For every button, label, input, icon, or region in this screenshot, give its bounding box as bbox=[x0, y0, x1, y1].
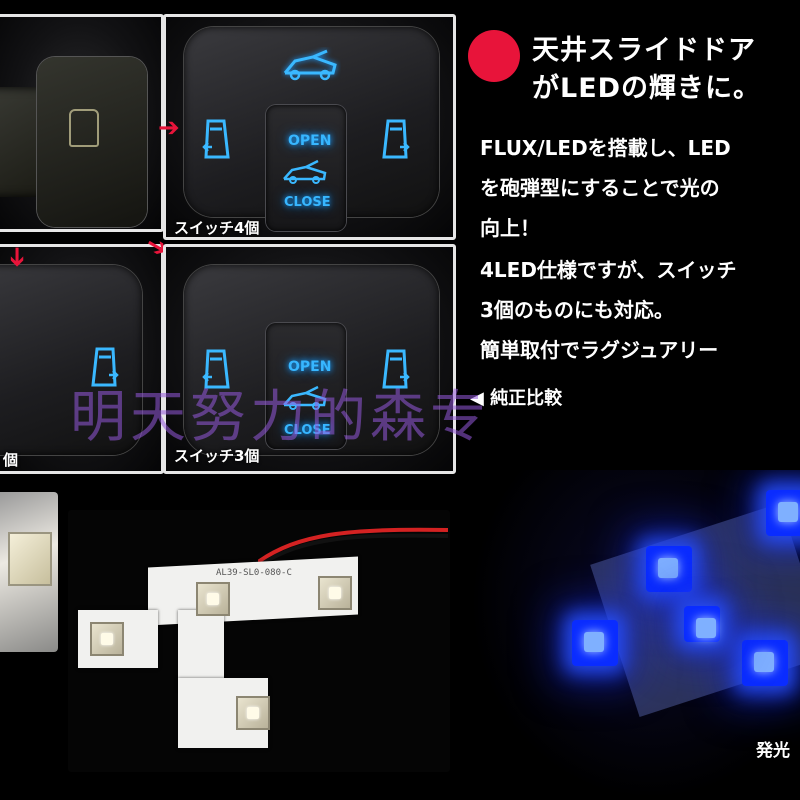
led-closeup-photo bbox=[0, 492, 58, 652]
switch-pad-3-partial bbox=[0, 265, 142, 455]
lit-led-photo: 発光 bbox=[470, 470, 800, 800]
three-switch-photo: OPEN CLOSE スイッチ3個 bbox=[163, 244, 456, 474]
close-label-3: CLOSE bbox=[284, 423, 331, 438]
close-label: CLOSE bbox=[284, 195, 331, 210]
lit-led-5 bbox=[684, 606, 720, 642]
watermark-text: 明天努力的森专 bbox=[70, 385, 490, 450]
sliding-door-right-icon-3 bbox=[382, 349, 410, 389]
four-switch-caption: スイッチ4個 bbox=[174, 219, 260, 237]
stock-switch-photo bbox=[0, 14, 164, 232]
tailgate-small-icon-3 bbox=[283, 385, 327, 410]
tailgate-small-icon bbox=[283, 159, 327, 184]
pcb-led-4 bbox=[236, 696, 270, 730]
headline-line-2: がLEDの輝きに。 bbox=[532, 73, 762, 104]
pcb-part-number: AL39-SL0-080-C bbox=[216, 568, 292, 578]
body-line-1: FLUX/LEDを搭載し、LED bbox=[480, 136, 731, 160]
body-line-5: 3個のものにも対応。 bbox=[480, 298, 674, 322]
lit-led-2 bbox=[766, 490, 800, 536]
lit-caption: 発光 bbox=[756, 741, 790, 761]
pcb-led-2 bbox=[318, 576, 352, 610]
tailgate-icon bbox=[283, 49, 337, 81]
body-line-2: を砲弾型にすることで光の bbox=[480, 176, 720, 200]
sliding-door-right-icon bbox=[382, 119, 410, 159]
compare-label: ◀ 純正比較 bbox=[470, 388, 563, 409]
sliding-door-left-icon-3 bbox=[202, 349, 230, 389]
center-open-close-button-3 bbox=[266, 323, 346, 449]
four-switch-photo: OPEN CLOSE スイッチ4個 bbox=[163, 14, 456, 240]
pcb-led-3 bbox=[90, 622, 124, 656]
body-line-3: 向上！ bbox=[480, 216, 540, 240]
stock-door-button bbox=[37, 57, 147, 227]
sliding-door-partial-icon bbox=[91, 347, 119, 387]
lit-led-1 bbox=[646, 546, 692, 592]
three-switch-caption: スイッチ3個 bbox=[174, 447, 260, 465]
lit-led-3 bbox=[572, 620, 618, 666]
closeup-led bbox=[8, 532, 52, 586]
pcb-board-stem bbox=[178, 610, 224, 690]
sliding-door-left-icon bbox=[202, 119, 230, 159]
pcb-photo: AL39-SL0-080-C bbox=[68, 510, 450, 772]
stock-door-icon bbox=[69, 109, 99, 147]
partial-caption: 個 bbox=[3, 451, 19, 469]
body-line-4: 4LED仕様ですが、スイッチ bbox=[480, 258, 737, 282]
wire-icon bbox=[258, 527, 448, 564]
three-switch-partial-photo: 個 bbox=[0, 244, 164, 474]
body-line-6: 簡単取付でラグジュアリー bbox=[480, 338, 719, 362]
red-dot-icon bbox=[468, 30, 520, 82]
lit-led-4 bbox=[742, 640, 788, 686]
pcb-led-1 bbox=[196, 582, 230, 616]
open-label: OPEN bbox=[288, 133, 332, 149]
open-label-3: OPEN bbox=[288, 359, 332, 375]
headline-line-1: 天井スライドドア bbox=[532, 35, 756, 66]
arrow-down-icon: ➔ bbox=[1, 246, 32, 268]
arrow-right-icon: ➔ bbox=[158, 113, 180, 143]
